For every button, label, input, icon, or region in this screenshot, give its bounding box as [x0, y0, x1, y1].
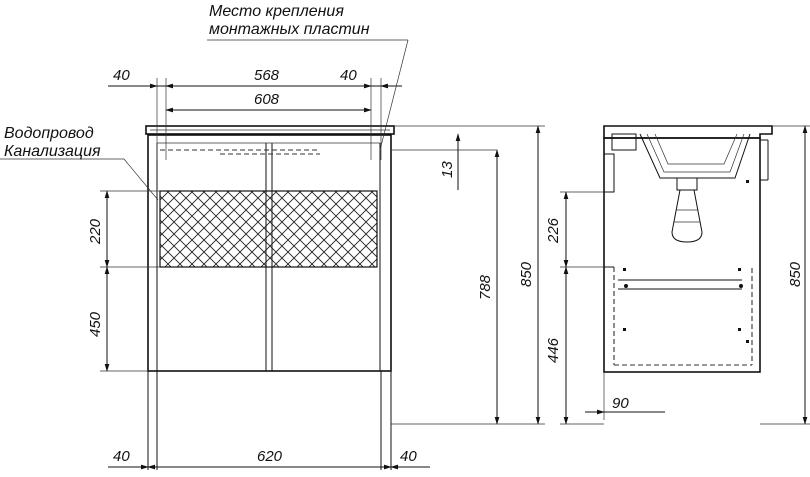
- dim-top-right: 40: [340, 67, 357, 84]
- dim-right-inner: 788: [477, 274, 494, 300]
- dim-bottom-right: 40: [400, 448, 417, 465]
- side-view: [603, 125, 773, 373]
- side-dimension-lines: [560, 125, 810, 425]
- front-cabinet-body: [147, 134, 392, 372]
- water-label: Водопровод: [4, 125, 94, 142]
- dim-side-right-total: 850: [787, 261, 804, 287]
- plumbing-zone: [159, 190, 378, 268]
- dim-right-small: 13: [439, 161, 456, 178]
- front-dimension-texts: Место крепления монтажных пластин Водопр…: [4, 3, 535, 465]
- dim-top-mid: 568: [254, 67, 280, 84]
- dim-left-lower: 450: [87, 311, 104, 337]
- side-dimension-texts: 226 446 850 90: [545, 217, 804, 412]
- dim-top-overall: 608: [254, 91, 280, 108]
- dim-side-left-upper: 226: [545, 217, 562, 244]
- dim-left-upper: 220: [87, 218, 104, 245]
- sewer-label: Канализация: [4, 143, 101, 160]
- mount-label-line1: Место крепления: [209, 3, 344, 20]
- dim-top-left: 40: [113, 67, 130, 84]
- mount-label-line2: монтажных пластин: [209, 21, 370, 38]
- dim-bottom-mid: 620: [257, 448, 283, 465]
- front-dimension-lines: [0, 39, 545, 470]
- front-countertop: [145, 125, 395, 135]
- dim-side-bottom: 90: [612, 395, 629, 412]
- dim-right-total: 850: [518, 261, 535, 287]
- dim-side-left-lower: 446: [545, 337, 562, 363]
- front-view: [145, 125, 395, 470]
- side-cabinet-body: [603, 137, 761, 373]
- dim-bottom-left: 40: [113, 448, 130, 465]
